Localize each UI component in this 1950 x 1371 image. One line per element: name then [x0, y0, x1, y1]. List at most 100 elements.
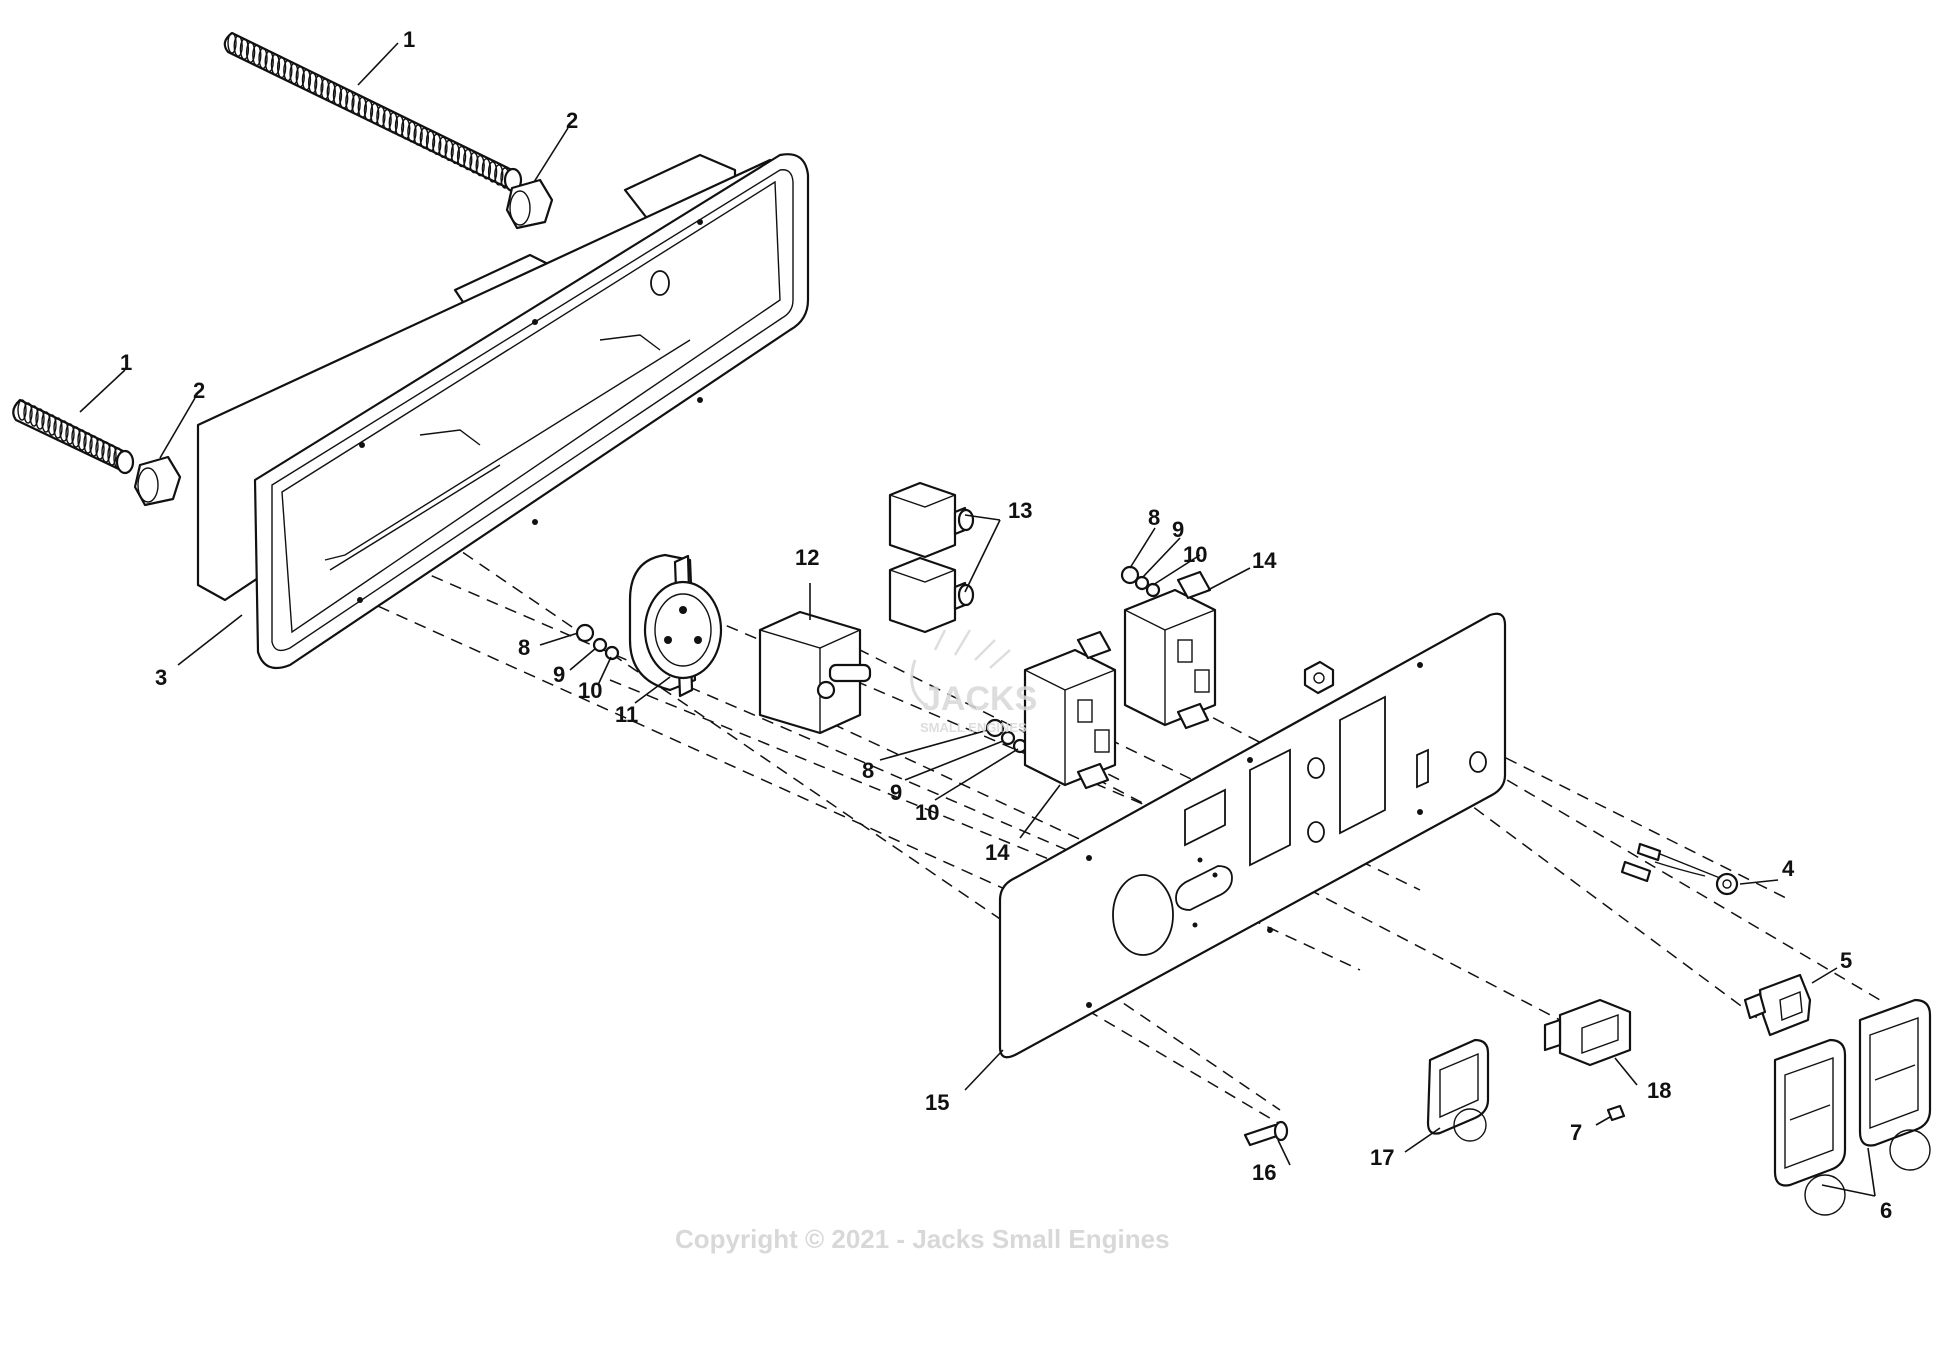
callout-17-cover-small: 17 — [1370, 1145, 1394, 1170]
callout-12-breaker: 12 — [795, 545, 819, 570]
thread-ring — [283, 59, 293, 82]
thread-ring — [101, 441, 111, 463]
thread-ring — [481, 158, 492, 180]
thread-ring — [95, 438, 105, 460]
thread-ring — [326, 81, 336, 103]
thread-ring — [264, 50, 274, 73]
callout-7-screw: 7 — [1570, 1120, 1582, 1145]
thread-ring — [35, 408, 45, 430]
thread-ring — [444, 139, 454, 162]
callout-10-center: 10 — [915, 800, 939, 825]
bushing-upper — [505, 178, 554, 230]
thread-ring — [270, 53, 281, 76]
callout-labels: 1 1 2 2 3 4 5 6 7 8 8 8 9 9 9 10 10 10 1… — [120, 27, 1892, 1223]
watermark-logo-line1: JACKS — [922, 680, 1037, 718]
callout-14-upper-receptacle: 14 — [1252, 548, 1277, 573]
nut-washer-set-left — [575, 623, 620, 661]
callout-8-center: 8 — [862, 758, 874, 783]
thread-ring — [320, 78, 330, 100]
thread-ring — [276, 56, 287, 79]
thread-ring — [425, 130, 436, 152]
thread-ring — [29, 405, 39, 427]
watermark-logo-line2: SMALL ENGINES — [920, 720, 1027, 735]
thread-ring — [376, 105, 386, 128]
thread-ring — [77, 429, 87, 451]
circuit-breaker-small-top — [888, 481, 975, 559]
watermark: JACKS SMALL ENGINES Copyright © 2021 - J… — [675, 629, 1170, 1254]
thread-ring — [65, 423, 75, 445]
screw-small — [1606, 1104, 1626, 1122]
thread-ring — [89, 435, 99, 457]
thread-ring — [357, 96, 367, 119]
thread-ring — [463, 148, 473, 171]
thread-ring — [41, 411, 51, 433]
callout-15-panel: 15 — [925, 1090, 949, 1115]
jacks-logo: JACKS SMALL ENGINES — [910, 629, 1037, 735]
thread-ring — [53, 417, 63, 439]
thread-ring — [456, 145, 467, 168]
callout-14-lower-receptacle: 14 — [985, 840, 1010, 865]
callout-9-left: 9 — [553, 662, 565, 687]
nut-washer-set-upper — [1120, 565, 1161, 598]
panel-housing-box — [196, 153, 810, 670]
callout-11-twistlock: 11 — [615, 702, 638, 727]
thread-ring — [438, 136, 448, 159]
wire-harness-lead — [1620, 842, 1739, 896]
callout-8-upper: 8 — [1148, 505, 1160, 530]
callout-3-housing: 3 — [155, 665, 167, 690]
callout-9-upper: 9 — [1172, 517, 1184, 542]
thread-ring — [245, 41, 256, 63]
threaded-rod-short — [12, 398, 135, 475]
thread-ring — [494, 164, 504, 186]
thread-ring — [239, 38, 250, 60]
thread-ring — [388, 112, 399, 134]
thread-ring — [432, 133, 442, 155]
thread-ring — [258, 47, 268, 70]
callout-1-long-rod: 1 — [403, 27, 415, 52]
thread-ring — [370, 102, 380, 125]
duplex-receptacle-lower — [1023, 630, 1117, 790]
circuit-breaker-small-bottom — [888, 556, 975, 634]
duplex-receptacle-upper — [1123, 570, 1217, 730]
callout-1-short-rod: 1 — [120, 350, 132, 375]
callout-2-upper-bushing: 2 — [566, 108, 578, 133]
panel-screw — [1243, 1120, 1289, 1147]
outlet-cover-small — [1426, 1038, 1490, 1142]
thread-ring — [419, 127, 430, 149]
thread-ring — [71, 426, 81, 448]
thread-ring — [227, 32, 237, 54]
thread-ring — [394, 115, 405, 137]
thread-ring — [332, 84, 343, 106]
thread-ring — [338, 87, 349, 109]
callout-5-rocker: 5 — [1840, 948, 1852, 973]
circuit-breaker-large — [758, 610, 872, 735]
callout-18-meter: 18 — [1647, 1078, 1671, 1103]
callout-2-lower-bushing: 2 — [193, 378, 205, 403]
callout-4-harness: 4 — [1782, 856, 1795, 881]
thread-ring — [450, 142, 461, 165]
leader-lines — [79, 42, 1876, 1197]
thread-ring — [382, 109, 392, 131]
hex-nut-panel — [1303, 660, 1335, 695]
thread-ring — [233, 35, 243, 57]
outlet-cover-right — [1858, 998, 1932, 1171]
nut-washer-set-center — [985, 718, 1028, 754]
callout-10-upper: 10 — [1183, 542, 1207, 567]
thread-ring — [345, 90, 355, 112]
thread-ring — [413, 124, 423, 146]
thread-ring — [307, 72, 318, 94]
callout-8-left: 8 — [518, 635, 530, 660]
thread-ring — [17, 399, 27, 421]
thread-ring — [289, 62, 299, 85]
thread-ring — [314, 75, 324, 97]
bushing-lower — [133, 455, 182, 507]
thread-ring — [47, 414, 57, 436]
rocker-switch — [1743, 973, 1812, 1037]
thread-ring — [469, 151, 479, 174]
thread-ring — [59, 420, 69, 442]
callout-9-center: 9 — [890, 780, 902, 805]
thread-ring — [295, 66, 305, 88]
callout-13-small-breakers: 13 — [1008, 498, 1032, 523]
watermark-copyright: Copyright © 2021 - Jacks Small Engines — [675, 1224, 1170, 1254]
